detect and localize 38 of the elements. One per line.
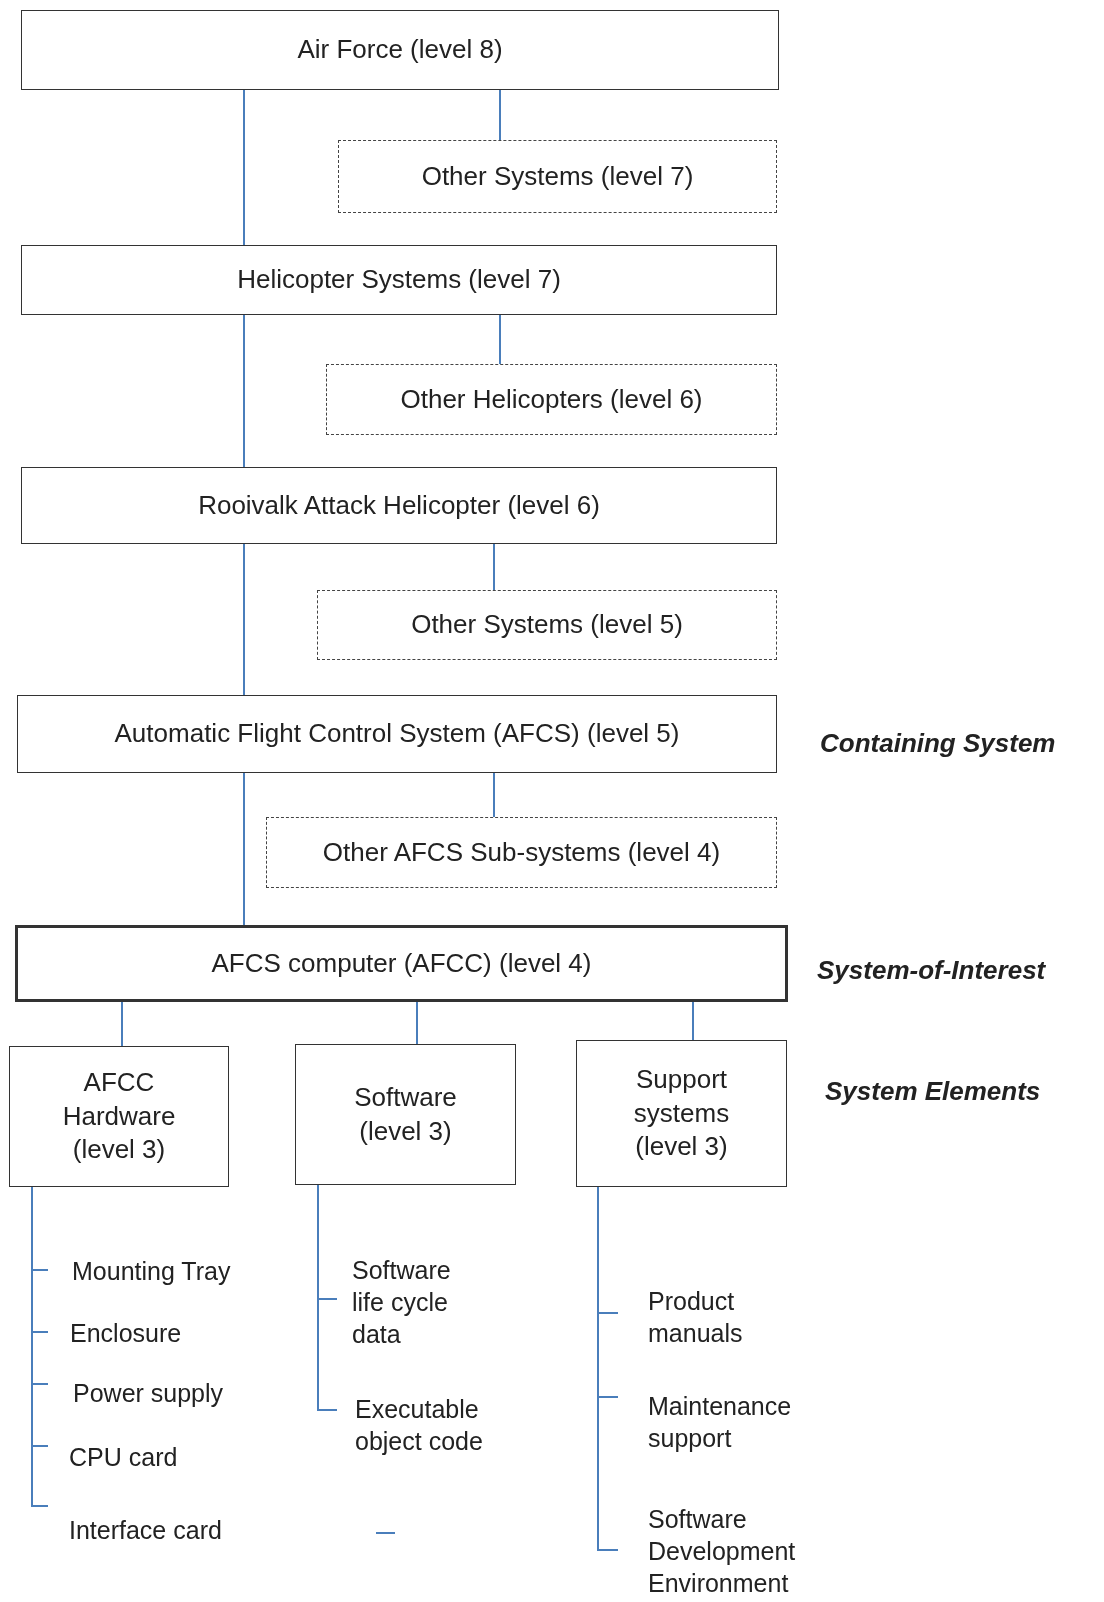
- other-system-box: Other Systems (level 5): [317, 590, 777, 660]
- element-item: Mounting Tray: [48, 1255, 288, 1287]
- element-item: Interface card: [48, 1500, 278, 1546]
- connector-line: [499, 89, 501, 141]
- element-item: Software Development Environment: [618, 1503, 828, 1599]
- other-system-box: Other Systems (level 7): [338, 140, 777, 213]
- system-box: Rooivalk Attack Helicopter (level 6): [21, 467, 777, 544]
- element-item: Power supply: [48, 1370, 288, 1409]
- connector-line: [243, 314, 245, 468]
- connector-line: [416, 1001, 418, 1045]
- connector-line: [493, 543, 495, 591]
- level-label: System Elements: [825, 1075, 1041, 1107]
- element-item: Enclosure: [48, 1317, 268, 1349]
- element-item: Executable object code: [337, 1393, 517, 1457]
- system-box: Support systems (level 3): [576, 1040, 787, 1187]
- system-box: Helicopter Systems (level 7): [21, 245, 777, 315]
- level-label: System-of-Interest: [817, 954, 1046, 986]
- connector-line: [692, 1001, 694, 1041]
- element-item: Software life cycle data: [337, 1254, 487, 1350]
- connector-line: [243, 543, 245, 696]
- connector-line: [243, 89, 245, 246]
- system-of-interest-box: AFCS computer (AFCC) (level 4): [15, 925, 788, 1002]
- level-label: Containing System: [820, 727, 1056, 759]
- connector-line: [317, 1184, 338, 1411]
- connector-line: [243, 772, 245, 926]
- system-box: AFCC Hardware (level 3): [9, 1046, 229, 1187]
- system-box: Air Force (level 8): [21, 10, 779, 90]
- connector-line: [493, 772, 495, 818]
- connector-line: [31, 1186, 49, 1507]
- other-system-box: Other Helicopters (level 6): [326, 364, 777, 435]
- element-item: Maintenance support: [618, 1390, 818, 1454]
- system-box: Software (level 3): [295, 1044, 516, 1185]
- connector-line: [499, 314, 501, 365]
- connector-line: [121, 1001, 123, 1047]
- element-item: Product manuals: [618, 1285, 798, 1349]
- element-item: CPU card: [48, 1431, 248, 1473]
- system-box: Automatic Flight Control System (AFCS) (level 5): [17, 695, 777, 773]
- other-system-box: Other AFCS Sub-systems (level 4): [266, 817, 777, 888]
